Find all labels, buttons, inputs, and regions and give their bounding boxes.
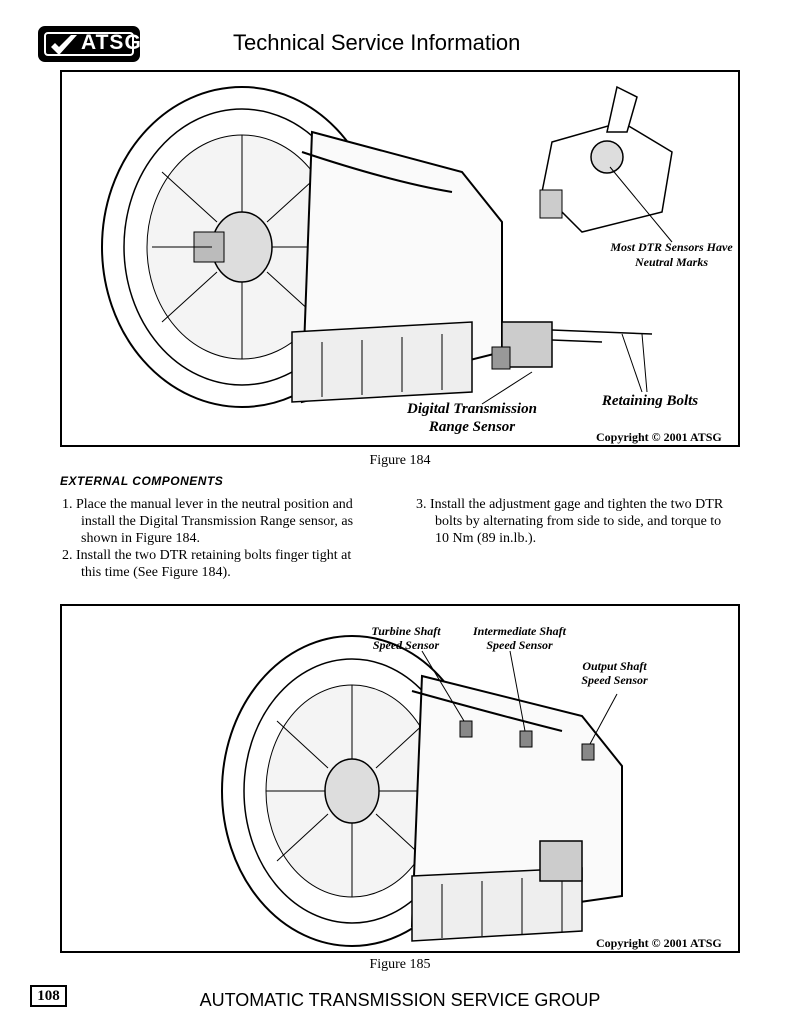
transmission-illustration	[101, 85, 673, 408]
dtr-sensor-label: Digital Transmission Range Sensor	[407, 401, 537, 435]
steps-column-left: 1. Place the manual lever in the neutral…	[62, 496, 362, 581]
page-title: Technical Service Information	[233, 30, 521, 55]
retaining-bolts-label: Retaining Bolts	[601, 393, 699, 409]
intermediate-sensor-label: Intermediate Shaft Speed Sensor	[472, 624, 566, 652]
figure-185-copyright: Copyright © 2001 ATSG	[596, 936, 722, 950]
step-1: 1. Place the manual lever in the neutral…	[62, 497, 354, 546]
output-sensor-label: Output Shaft Speed Sensor	[581, 659, 648, 687]
atsg-logo: ATSG	[38, 26, 142, 62]
neutral-marks-label: Most DTR Sensors Have Neutral Marks	[610, 240, 733, 269]
figure-185-frame: Turbine Shaft Speed Sensor Intermediate …	[60, 604, 740, 953]
step-2: 2. Install the two DTR retaining bolts f…	[62, 548, 352, 580]
turbine-sensor-label: Turbine Shaft Speed Sensor	[371, 624, 441, 652]
step-3: 3. Install the adjustment gage and tight…	[416, 497, 724, 546]
section-heading: EXTERNAL COMPONENTS	[60, 474, 224, 488]
figure-184-frame: Most DTR Sensors Have Neutral Marks Reta…	[60, 70, 740, 447]
transmission-speed-sensors-illustration	[221, 635, 623, 947]
figure-184-copyright: Copyright © 2001 ATSG	[596, 430, 722, 444]
check-mark-icon	[51, 35, 77, 55]
figure-184-caption: Figure 184	[369, 453, 431, 468]
page-number: 108	[30, 985, 67, 1007]
footer-organization: AUTOMATIC TRANSMISSION SERVICE GROUP	[199, 990, 601, 1010]
logo-text: ATSG	[81, 31, 142, 54]
figure-185-caption: Figure 185	[369, 957, 431, 972]
steps-column-right: 3. Install the adjustment gage and tight…	[416, 496, 736, 547]
